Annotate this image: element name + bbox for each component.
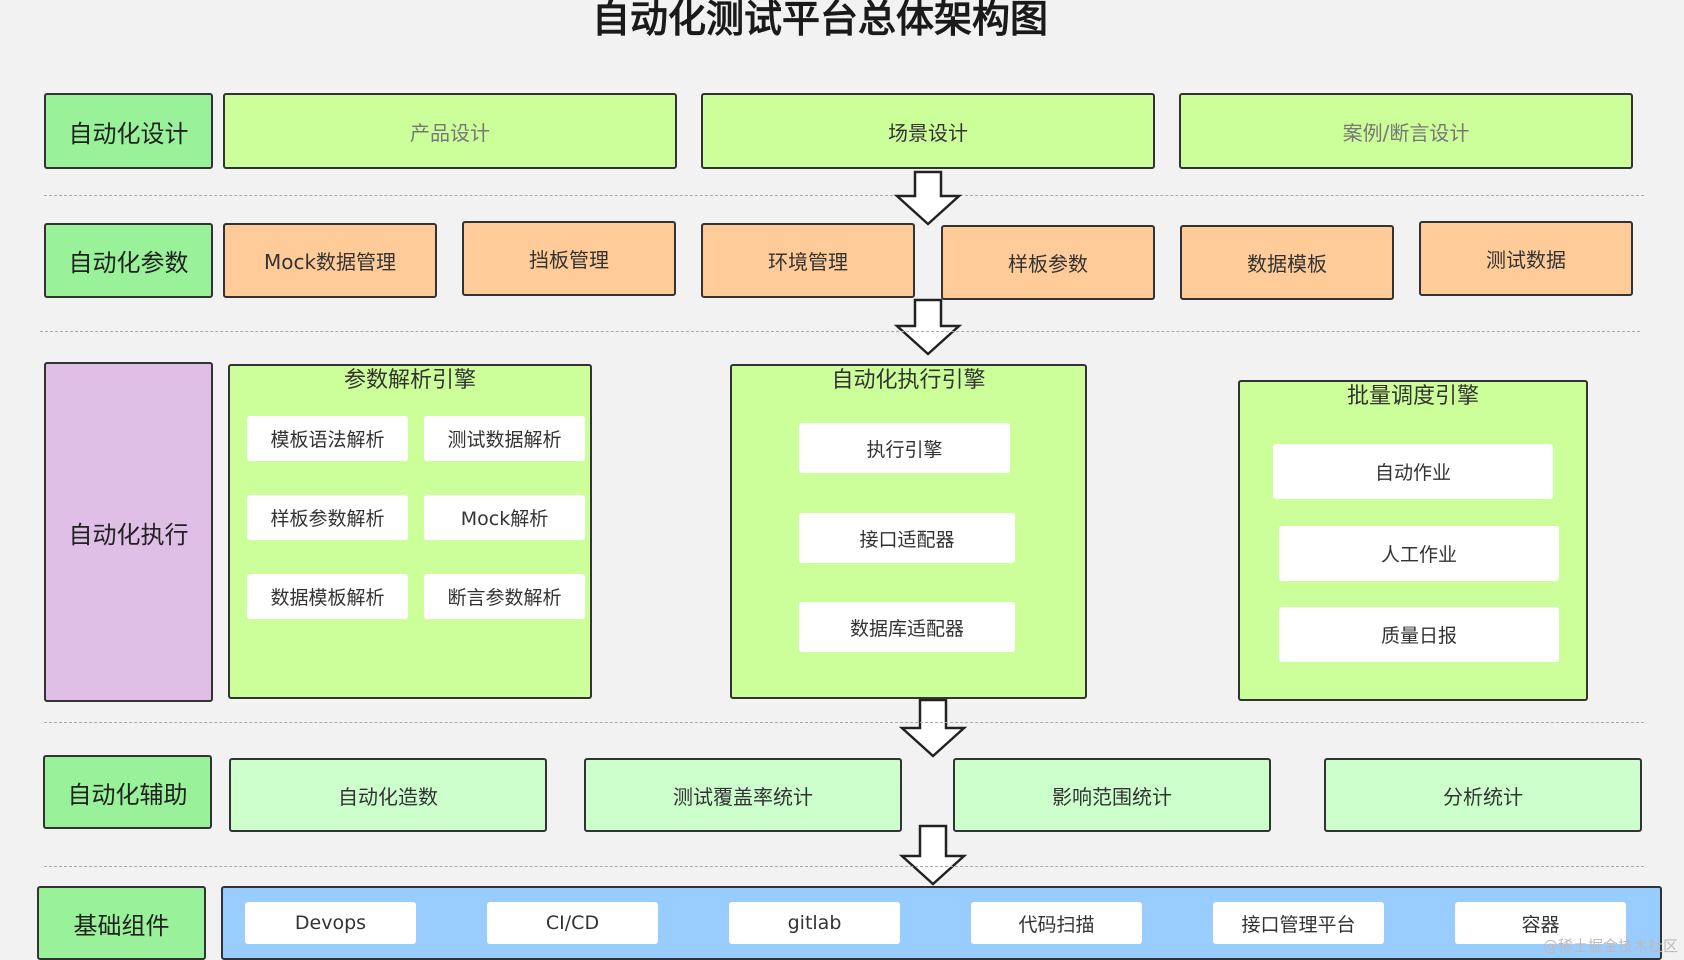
row-label-execution: 自动化执行 bbox=[44, 362, 213, 702]
down-arrow-icon bbox=[893, 298, 963, 356]
exec-engine-item: 执行引擎 bbox=[799, 423, 1010, 473]
base-component: CI/CD bbox=[487, 902, 658, 944]
down-arrow-icon bbox=[898, 698, 968, 758]
assist-box: 测试覆盖率统计 bbox=[584, 758, 902, 832]
param-box-testdata: 测试数据 bbox=[1419, 221, 1633, 296]
batch-engine-item: 自动作业 bbox=[1273, 444, 1553, 499]
param-box-template: 数据模板 bbox=[1180, 225, 1394, 300]
param-engine-item: 断言参数解析 bbox=[424, 574, 585, 619]
base-component: 容器 bbox=[1455, 902, 1626, 944]
param-engine-item: Mock解析 bbox=[424, 495, 585, 540]
diagram-title: 自动化测试平台总体架构图 bbox=[591, 0, 1048, 41]
row-label-params: 自动化参数 bbox=[44, 223, 213, 298]
divider-1 bbox=[44, 195, 1644, 196]
param-box-mock: Mock数据管理 bbox=[223, 223, 437, 298]
assist-box: 自动化造数 bbox=[229, 758, 547, 832]
exec-engine: 自动化执行引擎 执行引擎 接口适配器 数据库适配器 bbox=[730, 364, 1087, 699]
divider-3 bbox=[44, 722, 1644, 723]
design-box-case-assert: 案例/断言设计 bbox=[1179, 93, 1633, 169]
param-box-baffle: 挡板管理 bbox=[462, 221, 676, 296]
down-arrow-icon bbox=[898, 824, 968, 886]
row-label-assist: 自动化辅助 bbox=[43, 755, 212, 829]
param-engine-item: 样板参数解析 bbox=[247, 495, 408, 540]
batch-engine-item: 质量日报 bbox=[1279, 607, 1559, 662]
param-engine-title: 参数解析引擎 bbox=[343, 368, 476, 393]
design-box-scenario: 场景设计 bbox=[701, 93, 1155, 169]
design-box-product: 产品设计 bbox=[223, 93, 677, 169]
param-engine-item: 数据模板解析 bbox=[247, 574, 408, 619]
param-engine-item: 模板语法解析 bbox=[247, 416, 408, 461]
divider-4 bbox=[44, 866, 1644, 867]
watermark: @稀土掘金技术社区 bbox=[1542, 937, 1678, 955]
param-box-sample: 样板参数 bbox=[941, 225, 1155, 300]
exec-engine-item: 数据库适配器 bbox=[799, 602, 1015, 652]
assist-box: 分析统计 bbox=[1324, 758, 1642, 832]
param-box-env: 环境管理 bbox=[701, 223, 915, 298]
param-engine-item: 测试数据解析 bbox=[424, 416, 585, 461]
base-components-bar: Devops CI/CD gitlab 代码扫描 接口管理平台 容器 bbox=[221, 886, 1662, 960]
base-component: 代码扫描 bbox=[971, 902, 1142, 944]
base-component: 接口管理平台 bbox=[1213, 902, 1384, 944]
base-component: Devops bbox=[245, 902, 416, 944]
row-label-design: 自动化设计 bbox=[44, 93, 213, 169]
batch-engine-title: 批量调度引擎 bbox=[1346, 384, 1479, 409]
assist-box: 影响范围统计 bbox=[953, 758, 1271, 832]
batch-engine-item: 人工作业 bbox=[1279, 526, 1559, 581]
batch-engine: 批量调度引擎 自动作业 人工作业 质量日报 bbox=[1238, 380, 1588, 701]
exec-engine-item: 接口适配器 bbox=[799, 513, 1015, 563]
row-label-base: 基础组件 bbox=[37, 886, 206, 960]
base-component: gitlab bbox=[729, 902, 900, 944]
down-arrow-icon bbox=[893, 170, 963, 226]
exec-engine-title: 自动化执行引擎 bbox=[831, 368, 986, 393]
divider-2 bbox=[40, 331, 1640, 332]
param-parse-engine: 参数解析引擎 模板语法解析 测试数据解析 样板参数解析 Mock解析 数据模板解… bbox=[228, 364, 592, 699]
